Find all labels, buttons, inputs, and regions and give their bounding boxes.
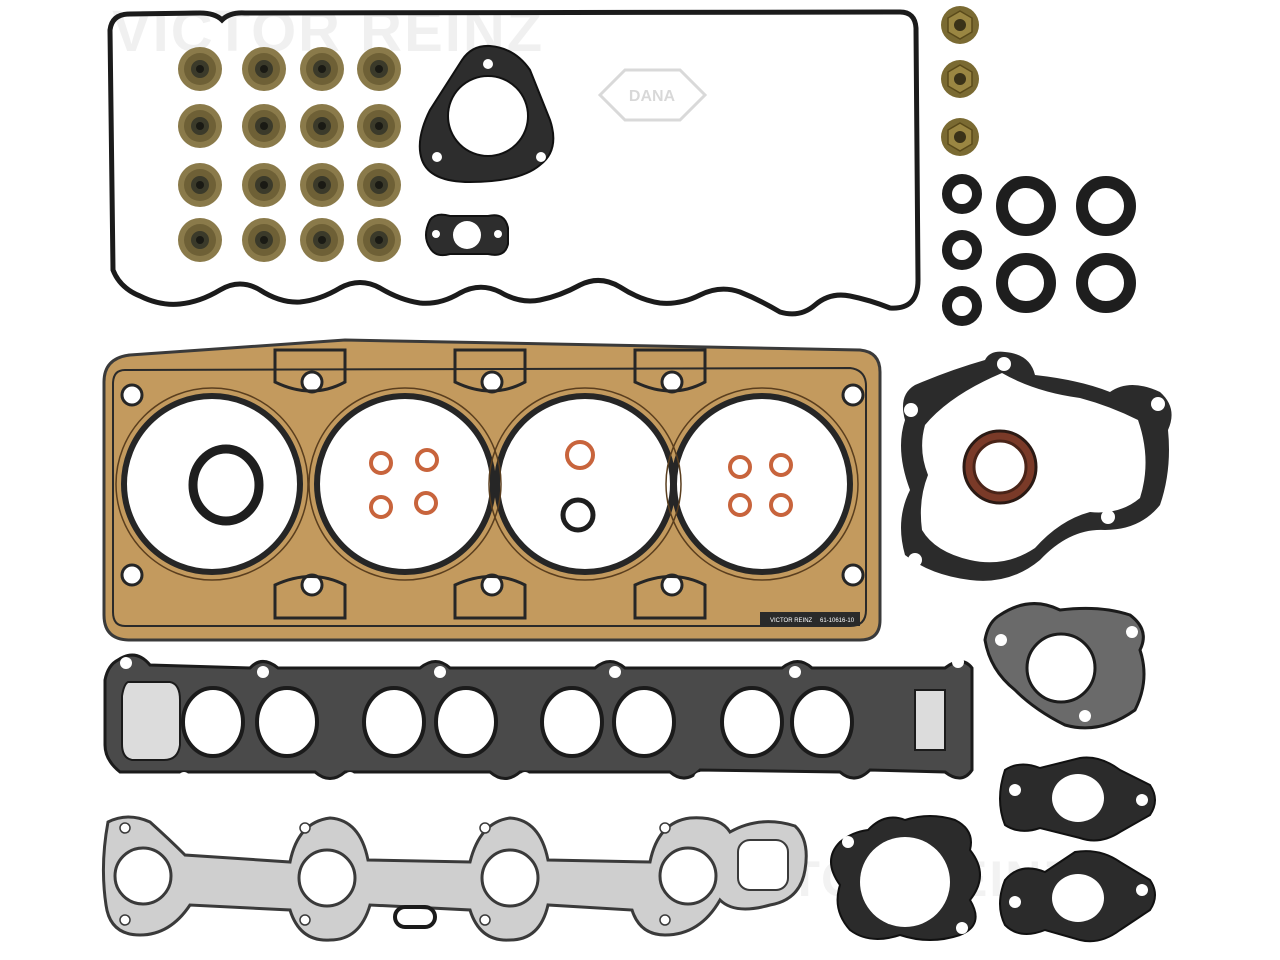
- intake-manifold-gasket: [103, 653, 974, 784]
- cylinder-bore: [671, 393, 853, 575]
- flanged-nut: [941, 118, 979, 156]
- valve-stem-seal: [357, 218, 401, 262]
- flanged-nut: [941, 6, 979, 44]
- small-oval-ring: [393, 905, 437, 929]
- cylinder-bore: [494, 393, 676, 575]
- rubber-o-ring-small: [560, 497, 596, 533]
- valve-stem-seal: [242, 163, 286, 207]
- egr-cooler-gasket: [999, 850, 1156, 943]
- bore-contents: [188, 440, 793, 533]
- valve-stem-seal: [178, 104, 222, 148]
- valve-stem-seal: [357, 47, 401, 91]
- small-o-ring: [942, 230, 982, 270]
- valve-stem-seal: [300, 163, 344, 207]
- valve-stem-seal: [178, 163, 222, 207]
- cylinder-bore: [314, 393, 496, 575]
- head-bolt-holes: [120, 370, 865, 597]
- valve-stem-seal: [242, 218, 286, 262]
- copper-sealing-rings: [369, 440, 793, 519]
- egr-flange-gasket: [983, 602, 1146, 730]
- egr-valve-gasket: [999, 756, 1156, 842]
- valve-cover-gasket: [107, 9, 921, 317]
- valve-stem-seal: [242, 47, 286, 91]
- large-o-ring: [1076, 176, 1136, 236]
- cylinder-head-gasket: [102, 338, 882, 642]
- small-o-ring: [942, 286, 982, 326]
- small-o-ring: [942, 174, 982, 214]
- flanged-nuts: [941, 6, 979, 156]
- large-o-ring: [996, 253, 1056, 313]
- gasket-brand-print: VICTOR REINZ: [770, 618, 813, 624]
- rubber-o-rings: [942, 174, 1136, 326]
- dana-watermark-mark: [597, 68, 708, 122]
- valve-stem-seal: [300, 104, 344, 148]
- valve-stem-seal: [357, 104, 401, 148]
- gasket-part-code: 61-10616-10: [820, 618, 855, 624]
- valve-stem-seal: [300, 218, 344, 262]
- exhaust-pipe-gasket: [830, 815, 981, 941]
- large-o-ring: [996, 176, 1056, 236]
- flanged-nut: [941, 60, 979, 98]
- valve-stem-seal: [178, 218, 222, 262]
- water-pump-gasket: [901, 351, 1172, 581]
- valve-stem-seal: [178, 47, 222, 91]
- large-rubber-seal: [188, 444, 264, 526]
- small-oval-gasket: [425, 213, 509, 257]
- valve-stem-seals: [178, 47, 401, 262]
- valve-stem-seal: [242, 104, 286, 148]
- dana-watermark-label: DANA: [629, 88, 676, 105]
- triangular-flange-gasket: [418, 44, 555, 184]
- intake-ports: [181, 686, 854, 758]
- cylinder-bore: [121, 393, 303, 575]
- combustion-openings: [121, 393, 853, 575]
- valve-stem-seal: [357, 163, 401, 207]
- valve-stem-seal: [300, 47, 344, 91]
- exhaust-ports: [113, 846, 718, 908]
- large-o-ring: [1076, 253, 1136, 313]
- exhaust-manifold-gasket: [101, 815, 808, 942]
